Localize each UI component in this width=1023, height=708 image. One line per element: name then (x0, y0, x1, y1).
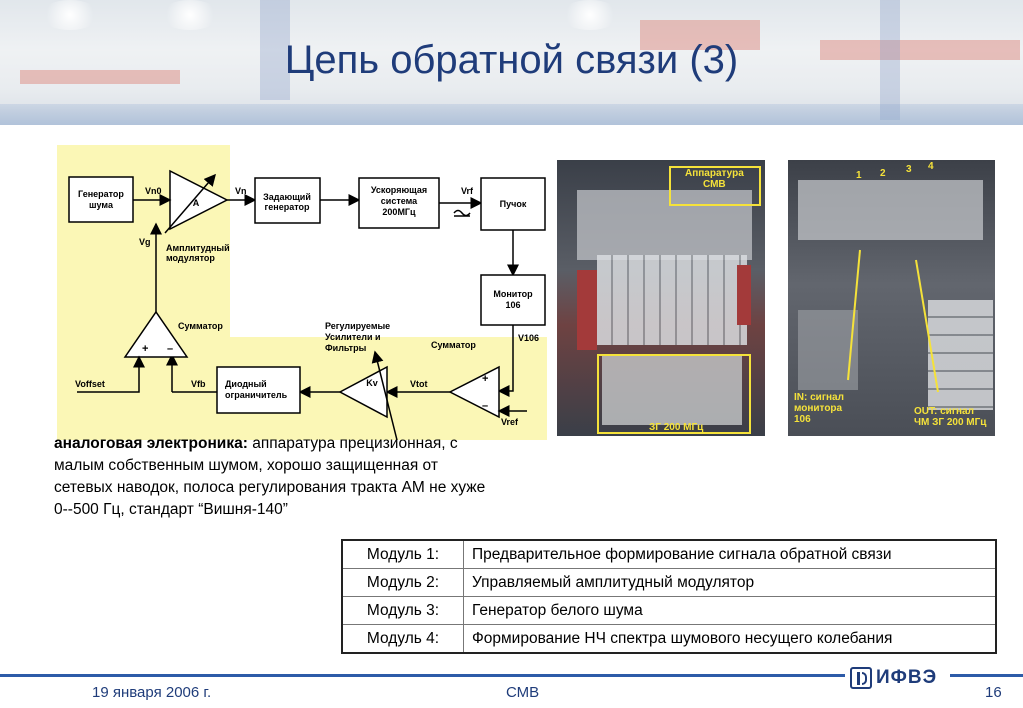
table-row: Модуль 4:Формирование НЧ спектра шумовог… (341, 624, 997, 654)
photo2-num-2: 2 (880, 168, 886, 179)
table-row: Модуль 3:Генератор белого шума (341, 596, 997, 625)
label-vg: Vg (139, 237, 151, 247)
label-minus-right: – (482, 400, 488, 412)
label-amp-mod-2: модулятор (166, 253, 215, 263)
module-name: Модуль 4: (341, 624, 464, 654)
label-reg-amp-3: Фильтры (325, 343, 367, 353)
photo1-label-top-2: СМВ (703, 179, 726, 190)
logo-text: ИФВЭ (876, 667, 938, 688)
photo2-arrows (847, 249, 939, 393)
footer-center: СМВ (506, 684, 540, 701)
diode-limiter-box (216, 366, 301, 414)
label-noise-gen-2: шума (89, 200, 114, 210)
ihep-logo-icon (850, 667, 872, 689)
photo1-label-top: Аппаратура (685, 168, 744, 179)
label-monitor: Монитор (493, 289, 533, 299)
slide-title: Цепь обратной связи (3) (284, 38, 739, 82)
label-reg-amp-2: Усилители и (325, 332, 381, 342)
description-text: аналоговая электроника: аппаратура преци… (54, 433, 494, 521)
label-diode: Диодный (225, 379, 267, 389)
photo2-num-4: 4 (928, 161, 934, 172)
label-accel: Ускоряющая (371, 185, 427, 195)
label-summator-left: Сумматор (178, 321, 223, 331)
left-summator-triangle (123, 310, 189, 358)
label-voffset: Voffset (75, 379, 105, 389)
label-plus-left: + (142, 343, 148, 355)
kv-amplifier-triangle (338, 365, 388, 419)
photo2-num-1: 1 (856, 170, 862, 181)
label-master-gen-2: генератор (265, 202, 310, 212)
label-accel-3: 200МГц (382, 207, 416, 217)
modules-table: Модуль 1:Предварительное формирование си… (341, 539, 997, 654)
label-vn0: Vn0 (145, 186, 162, 196)
module-name: Модуль 1: (341, 539, 464, 569)
label-v106: V106 (518, 333, 539, 343)
header-banner (0, 0, 1023, 125)
label-monitor-2: 106 (505, 300, 520, 310)
monitor-box (480, 274, 546, 326)
photo1-label-bottom: ЗГ 200 МГц (649, 422, 704, 433)
beam-box (480, 177, 546, 231)
ihep-logo: ИФВЭ (850, 665, 945, 691)
label-minus-left: – (167, 343, 173, 355)
label-vref: Vref (501, 417, 519, 427)
description-bold: аналоговая электроника: (54, 435, 248, 452)
label-reg-amp: Регулируемые (325, 321, 390, 331)
photo2-num-3: 3 (906, 164, 912, 175)
feedback-block-diagram: Генератор шума Vn0 A Vn Задающий генерат… (68, 169, 546, 441)
module-desc: Управляемый амплитудный модулятор (463, 568, 997, 597)
label-noise-gen: Генератор (78, 189, 124, 199)
label-summator-right: Сумматор (431, 340, 476, 350)
footer-divider-right (950, 674, 1023, 677)
footer-divider (0, 674, 845, 677)
label-vtot: Vtot (410, 379, 428, 389)
photo2-out-label-2: ЧМ ЗГ 200 МГц (914, 417, 987, 428)
page-number: 16 (985, 684, 1002, 701)
label-amp-mod: Амплитудный (166, 243, 230, 253)
label-beam: Пучок (500, 199, 527, 209)
master-generator-box (254, 177, 321, 224)
label-vfb: Vfb (191, 379, 206, 389)
module-desc: Формирование НЧ спектра шумового несущег… (463, 624, 997, 654)
photo2-in-label: IN: сигнал (794, 392, 844, 403)
photo2-in-label-2: монитора (794, 403, 843, 414)
noise-generator-box (68, 176, 134, 223)
module-desc: Предварительное формирование сигнала обр… (463, 539, 997, 569)
label-plus-right: + (482, 373, 488, 385)
label-kv: Kv (366, 378, 378, 388)
equipment-photo-1: Аппаратура СМВ ЗГ 200 МГц (557, 160, 765, 436)
label-vrf: Vrf (461, 186, 474, 196)
photo2-in-label-3: 106 (794, 414, 811, 425)
label-vn: Vn (235, 186, 247, 196)
module-name: Модуль 2: (341, 568, 464, 597)
label-master-gen: Задающий (263, 192, 311, 202)
equipment-photo-2: 1 2 3 4 IN: сигнал монитора 106 OUT: сиг… (788, 160, 995, 436)
photo2-out-label: OUT: сигнал (914, 406, 974, 417)
label-amp-a: A (193, 198, 200, 208)
label-diode-2: ограничитель (225, 390, 288, 400)
module-desc: Генератор белого шума (463, 596, 997, 625)
module-name: Модуль 3: (341, 596, 464, 625)
accelerating-system-box (358, 177, 440, 229)
table-row: Модуль 1:Предварительное формирование си… (341, 539, 997, 569)
right-summator-triangle (448, 365, 500, 419)
table-row: Модуль 2:Управляемый амплитудный модулят… (341, 568, 997, 597)
description-body: аппаратура прецизионная, с малым собстве… (54, 435, 486, 518)
label-accel-2: система (381, 196, 418, 206)
footer-date: 19 января 2006 г. (92, 684, 212, 701)
